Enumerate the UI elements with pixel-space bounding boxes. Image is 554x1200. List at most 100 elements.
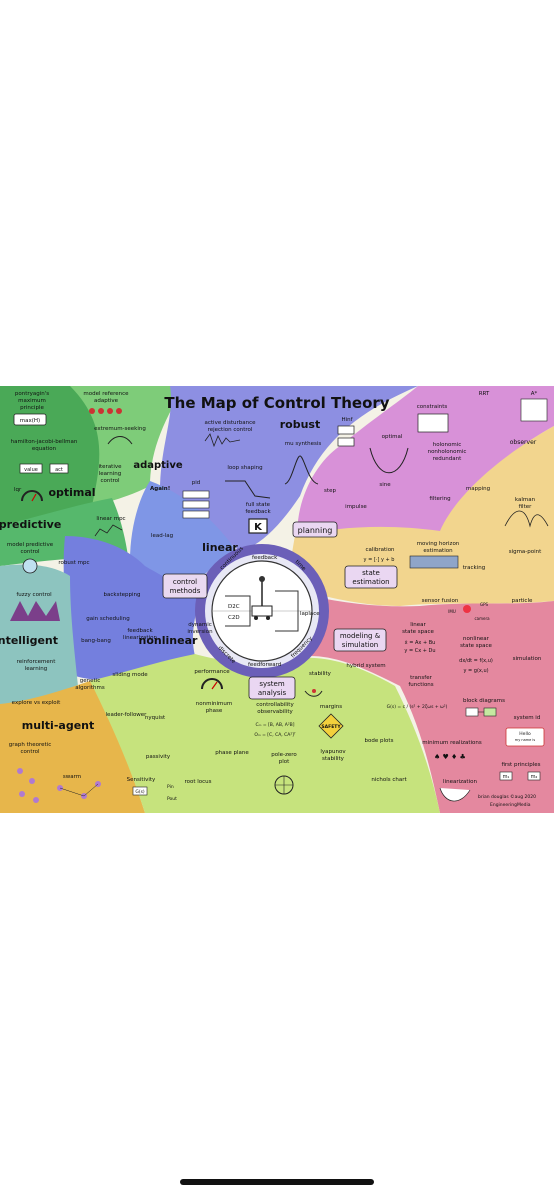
hybrid-system-label: hybrid system	[346, 663, 385, 669]
ilc-label-1: iterative	[98, 464, 122, 470]
pid-label: pid	[192, 480, 201, 486]
ctrb-eq-2: Oₘ = [C, CA, CA²]ᵀ	[254, 732, 296, 738]
fusion-spark-icon	[463, 605, 471, 613]
region-nonlinear	[63, 536, 201, 680]
nichols-label: nichols chart	[371, 777, 407, 783]
graph-network-icon	[17, 768, 101, 803]
lqr-label: lqr	[14, 487, 22, 493]
adrc-label-2: rejection control	[208, 427, 253, 433]
crystal-ball-icon	[22, 558, 38, 574]
gain-scheduling-label: gain scheduling	[86, 616, 129, 622]
lyap-label-2: stability	[322, 756, 345, 762]
ilc-label-3: control	[100, 478, 120, 484]
ring-feedback: feedback	[252, 555, 278, 561]
lin-ss-eq-2: y = Cx + Du	[404, 648, 435, 654]
nonmin-label-2: phase	[206, 708, 223, 714]
ring-laplace: laplace	[300, 611, 320, 617]
sigma-point-label: sigma-point	[509, 549, 542, 555]
gs-label: G(s)	[135, 789, 145, 795]
nonlin-ss-eq-2: y = g(x,u)	[463, 668, 488, 674]
backstepping-label: backstepping	[104, 592, 141, 598]
system-analysis-label-1: system	[259, 680, 284, 688]
lin-ss-eq-1: ẋ = Ax + Bu	[405, 640, 436, 646]
optimal-bowl-icon	[369, 447, 409, 474]
block-diagram-icon	[465, 707, 497, 717]
hinf-label: Hinf	[341, 417, 353, 423]
calibration-eq: y = [·] y + b	[364, 557, 395, 563]
optimal-region-title: optimal	[48, 486, 95, 499]
predictive-region-title: predictive	[0, 518, 61, 531]
intelligent-region-title: intelligent	[0, 634, 58, 647]
planning-label: planning	[298, 526, 333, 535]
tf-eq: G(s) = c / (s² + 2ζωs + ω²)	[387, 704, 448, 710]
min-realizations-label: minimum realizations	[422, 740, 482, 746]
robust-region-title: robust	[280, 418, 321, 431]
inverted-pendulum-icon	[225, 576, 299, 632]
gps-label: GPS	[480, 602, 489, 607]
stability-label: stability	[309, 671, 332, 677]
genetic-label-1: genetic	[80, 678, 100, 684]
sensor-fusion-label: sensor fusion	[422, 598, 459, 604]
pontryagin-label-1: pontryagin's	[15, 391, 49, 397]
pontryagin-label-2: maximum	[18, 398, 46, 404]
hjb-label-1: hamilton-jacobi-bellman	[11, 439, 78, 445]
sliding-mode-label: sliding mode	[112, 672, 148, 678]
region-intelligent	[0, 564, 78, 708]
loop-shaping-curve-icon	[225, 480, 271, 499]
mapping-label: mapping	[466, 486, 490, 492]
home-indicator[interactable]	[180, 1179, 374, 1185]
disturbance-wave-icon	[204, 433, 241, 448]
mhe-label-1: moving horizon	[417, 541, 460, 547]
max-h-label: max(H)	[20, 418, 40, 424]
filtering-label: filtering	[429, 496, 450, 502]
hello-label: Hello	[519, 731, 531, 737]
ring-d2c: D2C	[228, 604, 240, 610]
graph-label-1: graph theoretic	[9, 742, 51, 748]
safety-label: SAFETY	[321, 724, 341, 730]
sensitivity-label: Sensitivity	[127, 777, 156, 783]
mpc-label-1: model predictive	[7, 542, 54, 548]
astar-grid-icon	[520, 398, 548, 422]
lyap-label-1: lyapunov	[320, 749, 346, 755]
region-planning	[297, 386, 554, 551]
safety-sign-icon	[318, 713, 344, 739]
mu-plot-icon	[284, 455, 319, 485]
pz-label-2: plot	[279, 759, 290, 765]
mrac-label-1: model reference	[83, 391, 129, 397]
my-name-label: my name is	[515, 738, 536, 742]
mu-synthesis-label: mu synthesis	[285, 441, 322, 447]
linear-mpc-label: linear mpc	[96, 516, 125, 522]
holonomic-label-2: nonholonomic	[428, 449, 467, 455]
hjb-label-2: equation	[32, 446, 57, 452]
bode-label: bode plots	[365, 738, 394, 744]
gain-k-label: K	[254, 522, 263, 533]
optimal-plan-label: optimal	[382, 434, 403, 440]
rrt-label: RRT	[479, 391, 490, 397]
svg-text:♠ ♥ ♦ ♣: ♠ ♥ ♦ ♣	[434, 753, 466, 761]
swarm-label: swarm	[63, 774, 81, 780]
rl-label-2: learning	[25, 666, 47, 672]
bang-bang-label: bang-bang	[81, 638, 111, 644]
system-analysis-label-2: analysis	[258, 689, 287, 697]
state-estimation-label-1: state	[362, 569, 380, 577]
state-estimation-label-2: estimation	[352, 578, 389, 586]
region-linear	[130, 481, 240, 586]
nonmin-label-1: nonminimum	[196, 701, 232, 707]
performance-label: performance	[194, 669, 230, 675]
hjb-value-box: value	[24, 467, 38, 473]
region-adaptive	[70, 386, 185, 506]
region-system-analysis	[90, 654, 440, 813]
adrc-label-1: active disturbance	[204, 420, 256, 426]
astar-label: A*	[531, 391, 538, 397]
mpc-label-2: control	[20, 549, 40, 555]
planning-box	[292, 521, 338, 538]
multi-agent-region-title: multi-agent	[22, 719, 95, 732]
linearization-label: linearization	[443, 779, 477, 785]
robust-mpc-label: robust mpc	[58, 560, 89, 566]
gauge-icon	[21, 490, 43, 502]
simulation-label: simulation	[513, 656, 542, 662]
passivity-label: passivity	[146, 754, 171, 760]
state-estimation-box	[344, 565, 398, 589]
dyn-inv-label-2: inversion	[187, 629, 213, 635]
system-analysis-box	[248, 676, 296, 700]
